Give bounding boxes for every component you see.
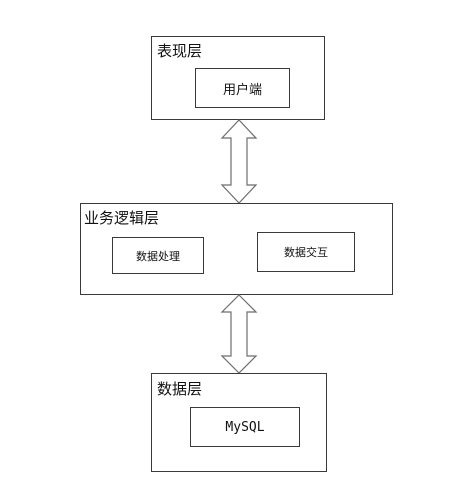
- bidirectional-arrow-top-shape: [220, 119, 258, 204]
- mysql-component-label: MySQL: [225, 419, 265, 435]
- bidirectional-arrow-top: [220, 119, 258, 204]
- data-exchange-component-label: 数据交互: [284, 246, 328, 259]
- bidirectional-arrow-bottom: [220, 294, 258, 374]
- data-layer-title: 数据层: [157, 380, 203, 398]
- data-processing-component-box: 数据处理: [112, 237, 204, 274]
- presentation-layer-title: 表现层: [157, 42, 203, 60]
- data-processing-component-label: 数据处理: [136, 249, 180, 263]
- presentation-layer-box: 表现层 用户端: [151, 36, 325, 120]
- client-component-label: 用户端: [222, 82, 262, 98]
- business-logic-layer-title: 业务逻辑层: [84, 209, 160, 227]
- data-layer-box: 数据层 MySQL: [151, 373, 327, 472]
- mysql-component-box: MySQL: [190, 407, 300, 447]
- data-exchange-component-box: 数据交互: [257, 232, 355, 272]
- client-component-box: 用户端: [195, 68, 290, 108]
- business-logic-layer-box: 业务逻辑层 数据处理 数据交互: [80, 203, 393, 295]
- bidirectional-arrow-bottom-shape: [220, 294, 258, 374]
